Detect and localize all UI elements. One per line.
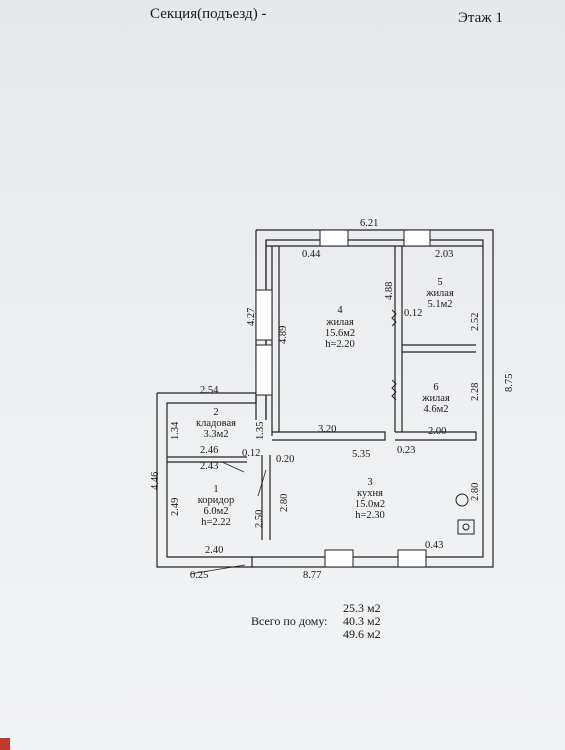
dimension-label: 1.35	[255, 422, 266, 440]
dimension-label: 2.54	[200, 385, 219, 396]
svg-text:2: 2	[213, 407, 218, 418]
room-4-label: 4 жилая 15.6м2 h=2.20	[325, 305, 355, 350]
svg-text:3.3м2: 3.3м2	[203, 429, 228, 440]
dimension-label: 2.43	[200, 461, 218, 472]
room-2-label: 2 кладовая 3.3м2	[196, 407, 236, 440]
room-3-label: 3 кухня 15.0м2 h=2.30	[355, 477, 385, 521]
room-5-label: 5 жилая 5.1м2	[425, 277, 454, 310]
dimension-label: 2.80	[470, 483, 481, 501]
svg-text:h=2.22: h=2.22	[201, 517, 231, 528]
svg-text:4.6м2: 4.6м2	[423, 404, 448, 415]
window	[397, 549, 427, 568]
dimension-label: 4.46	[150, 472, 161, 490]
dimension-label: 4.27	[246, 308, 257, 326]
svg-text:6: 6	[433, 382, 438, 393]
svg-text:h=2.20: h=2.20	[325, 339, 355, 350]
dimension-label: 1.34	[170, 421, 181, 440]
total-value: 49.6 м2	[343, 627, 381, 641]
totals-label: Всего по дому:	[251, 614, 328, 628]
svg-text:жилая: жилая	[425, 288, 454, 299]
dimension-label: 2.50	[254, 510, 265, 528]
svg-text:кладовая: кладовая	[196, 418, 236, 429]
room-labels: 4 жилая 15.6м2 h=2.20 5 жилая 5.1м2 6 жи…	[196, 277, 454, 528]
dimension-label: 2.80	[279, 494, 290, 512]
dimension-labels: 6.21 0.44 2.03 4.88 0.12 2.52 4.27 4.89 …	[150, 218, 515, 581]
dimension-label: 3.20	[318, 424, 336, 435]
dimension-label: 5.35	[352, 449, 370, 460]
dimension-label: 4.88	[384, 282, 395, 300]
dimension-label: 0.20	[276, 454, 294, 465]
dimension-label: 0.23	[397, 445, 415, 456]
svg-text:h=2.30: h=2.30	[355, 510, 385, 521]
window	[319, 229, 349, 247]
dimension-label: 8.77	[303, 570, 321, 581]
window	[403, 229, 431, 247]
heater-icon	[391, 379, 397, 401]
dimension-label: 0.12	[404, 308, 422, 319]
dimension-label: 0.44	[302, 249, 321, 260]
dimension-label: 2.28	[470, 383, 481, 401]
svg-text:5: 5	[437, 277, 442, 288]
section-label: Секция(подъезд) -	[150, 6, 267, 22]
room-6-label: 6 жилая 4.6м2	[421, 382, 450, 415]
dimension-label: 2.49	[170, 498, 181, 516]
dimension-label: 2.00	[428, 426, 446, 437]
window	[324, 549, 354, 568]
room-1-label: 1 коридор 6.0м2 h=2.22	[198, 484, 235, 528]
floor-label: Этаж 1	[458, 10, 503, 26]
heater-icon	[391, 309, 397, 327]
dimension-label: 8.75	[504, 374, 515, 392]
svg-text:15.0м2: 15.0м2	[355, 499, 385, 510]
dimension-label: 0.43	[425, 540, 443, 551]
dimension-label: 2.46	[200, 445, 218, 456]
dimension-label: 2.40	[205, 545, 223, 556]
svg-text:1: 1	[213, 484, 218, 495]
svg-text:6.0м2: 6.0м2	[203, 506, 228, 517]
svg-text:15.6м2: 15.6м2	[325, 328, 355, 339]
svg-text:4: 4	[337, 305, 343, 316]
total-value: 40.3 м2	[343, 614, 381, 628]
dimension-label: 0.25	[190, 570, 208, 581]
svg-text:жилая: жилая	[421, 393, 450, 404]
window	[255, 344, 273, 396]
kitchen-appliances	[391, 309, 475, 535]
dimension-label: 4.89	[278, 326, 289, 344]
dimension-label: 0.12	[242, 448, 260, 459]
leader-lines	[189, 461, 267, 575]
dimension-label: 6.21	[360, 218, 378, 229]
dimension-label: 2.03	[435, 249, 453, 260]
svg-text:5.1м2: 5.1м2	[427, 299, 452, 310]
svg-text:жилая: жилая	[325, 317, 354, 328]
total-value: 25.3 м2	[343, 601, 381, 615]
dimension-label: 2.52	[470, 313, 481, 331]
svg-text:коридор: коридор	[198, 495, 235, 506]
stove-icon	[457, 519, 475, 535]
gas-meter-icon	[455, 493, 469, 507]
window	[255, 289, 273, 341]
svg-text:3: 3	[367, 477, 372, 488]
windows	[255, 229, 431, 568]
svg-text:кухня: кухня	[357, 488, 383, 499]
corner-mark	[0, 738, 10, 750]
